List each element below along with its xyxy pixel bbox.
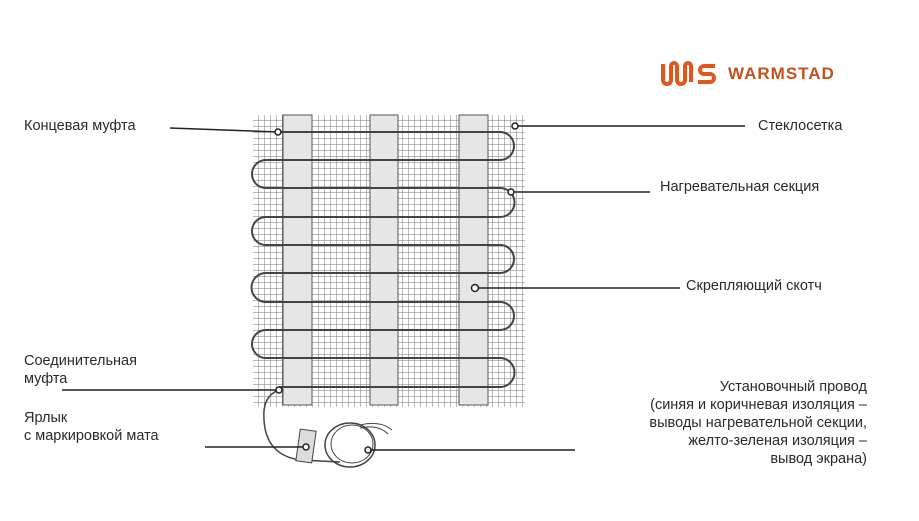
label-connecting-coupling: Соединительная муфта xyxy=(24,352,137,388)
label-fixing-tape: Скрепляющий скотч xyxy=(686,278,822,294)
callout-lines xyxy=(62,122,745,454)
label-fiberglass-mesh: Стеклосетка xyxy=(758,118,843,134)
label-line: муфта xyxy=(24,371,68,387)
label-line: желто-зеленая изоляция – xyxy=(688,433,867,449)
label-line: (синяя и коричневая изоляция – xyxy=(650,397,867,413)
logo-mark-icon xyxy=(661,61,716,86)
heating-cable xyxy=(250,131,516,388)
label-heating-section: Нагревательная секция xyxy=(660,179,820,195)
label-line: Установочный провод xyxy=(719,379,867,395)
label-line: вывод экрана) xyxy=(770,451,867,467)
warmstad-logo: WARMSTAD xyxy=(660,60,835,88)
tape-strips xyxy=(282,114,489,406)
installation-wire xyxy=(263,389,341,463)
label-tag: Ярлык с маркировкой мата xyxy=(24,409,159,445)
label-installation-wire: Установочный провод (синяя и коричневая … xyxy=(649,378,867,468)
label-line: выводы нагревательной секции, xyxy=(649,415,867,431)
label-line: Ярлык xyxy=(24,410,68,426)
logo-text: WARMSTAD xyxy=(728,64,835,83)
label-line: Соединительная xyxy=(24,353,137,369)
label-end-coupling: Концевая муфта xyxy=(24,118,136,134)
wire-coil xyxy=(324,422,376,468)
label-line: с маркировкой мата xyxy=(24,428,159,444)
